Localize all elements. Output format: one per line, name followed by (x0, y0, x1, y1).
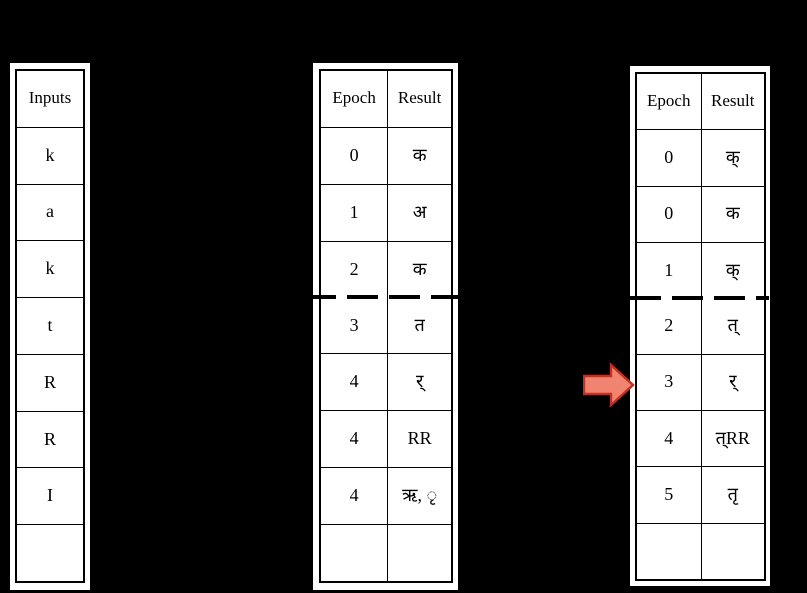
epoch-cell: 2 (321, 241, 389, 298)
table-row: 2 त् (637, 298, 764, 355)
table-row: 0 क् (637, 130, 764, 187)
epoch-cell: 3 (321, 297, 389, 354)
table-row: R (17, 412, 83, 469)
table-row: 1 अ (321, 184, 451, 242)
result-cell: र् (415, 371, 424, 392)
table-row: 0 क (321, 127, 451, 185)
epoch-cell: 4 (321, 411, 389, 468)
result-cell: ऋ, ◌ृ (402, 485, 438, 506)
epoch-header: Epoch (321, 71, 389, 127)
after-epoch-result-panel: Epoch Result 0 क् 0 क 1 क् 2 त् 3 र् 4 त… (630, 66, 770, 586)
epoch-cell: 3 (637, 354, 702, 410)
table-row: 4 RR (321, 411, 451, 469)
table-row (321, 525, 451, 582)
result-cell: क (725, 203, 740, 224)
epoch-cell: 5 (637, 467, 702, 523)
result-header: Result (397, 88, 442, 108)
table-row: 4 ऋ, ◌ृ (321, 468, 451, 526)
table-row: I (17, 468, 83, 526)
result-cell (388, 525, 451, 581)
result-cell: त् (727, 314, 738, 335)
epoch-cell: 1 (321, 184, 389, 241)
result-cell: त (414, 314, 425, 335)
table-row: 5 तृ (637, 467, 764, 524)
inputs-table: Inputs k a k t R R I (15, 69, 85, 583)
result-cell (702, 524, 765, 579)
inputs-header: Inputs (28, 88, 72, 108)
epoch-cell: 4 (321, 354, 389, 411)
table-row: 0 क (637, 186, 764, 243)
table-row (17, 525, 83, 581)
table-row: 4 र् (321, 354, 451, 412)
epoch-cell: 0 (637, 186, 702, 242)
result-cell: क् (725, 259, 740, 280)
inputs-panel: Inputs k a k t R R I (10, 63, 90, 590)
input-cell: a (46, 201, 54, 222)
epoch-cell: 1 (637, 242, 702, 299)
result-cell: क (412, 258, 427, 279)
result-cell: अ (412, 201, 427, 222)
table-row (637, 523, 765, 579)
header-row: Epoch Result (637, 74, 764, 131)
table-row: R (17, 355, 83, 412)
input-cell: R (43, 428, 56, 449)
input-cell: I (47, 485, 53, 506)
before-epoch-result-panel: Epoch Result 0 क 1 अ 2 क 3 त 4 र् 4 RR 4 (305, 63, 458, 590)
result-cell: RR (407, 428, 432, 449)
result-header: Result (711, 91, 755, 111)
table-row: 3 र् (637, 354, 764, 411)
header-row: Epoch Result (321, 71, 451, 128)
result-cell: क (412, 144, 427, 165)
arrow-right-icon (583, 362, 635, 408)
epoch-cell: 0 (321, 127, 389, 184)
result-cell: क् (725, 146, 740, 167)
dashed-divider (630, 296, 769, 300)
epoch-cell (321, 525, 389, 582)
dashed-divider (305, 295, 458, 299)
epoch-cell: 2 (637, 298, 702, 354)
input-cell: R (43, 371, 56, 392)
epoch-cell: 4 (321, 468, 389, 525)
inputs-header-row: Inputs (17, 71, 83, 128)
input-cell: t (47, 315, 53, 336)
result-cell: र् (729, 371, 737, 392)
table-row: 3 त (321, 297, 451, 355)
result-cell: तृ (727, 483, 738, 504)
epoch-result-table: Epoch Result 0 क 1 अ 2 क 3 त 4 र् 4 RR 4 (319, 69, 453, 583)
table-row: k (17, 241, 83, 299)
table-row: 1 क् (637, 242, 764, 299)
epoch-result-table: Epoch Result 0 क् 0 क 1 क् 2 त् 3 र् 4 त… (635, 72, 766, 581)
table-row: a (17, 185, 83, 242)
table-row: 2 क (321, 241, 451, 298)
table-row: k (17, 128, 83, 185)
epoch-cell: 0 (637, 130, 702, 186)
table-row: 4 त्RR (637, 410, 764, 468)
result-cell: त्RR (715, 427, 750, 448)
epoch-header: Epoch (637, 74, 702, 130)
epoch-cell (637, 523, 702, 579)
table-row: t (17, 298, 83, 355)
input-cell: k (45, 258, 55, 279)
input-cell: k (45, 144, 55, 165)
arrow-right-shape (583, 362, 635, 408)
input-cell (17, 525, 83, 581)
epoch-cell: 4 (637, 410, 702, 467)
